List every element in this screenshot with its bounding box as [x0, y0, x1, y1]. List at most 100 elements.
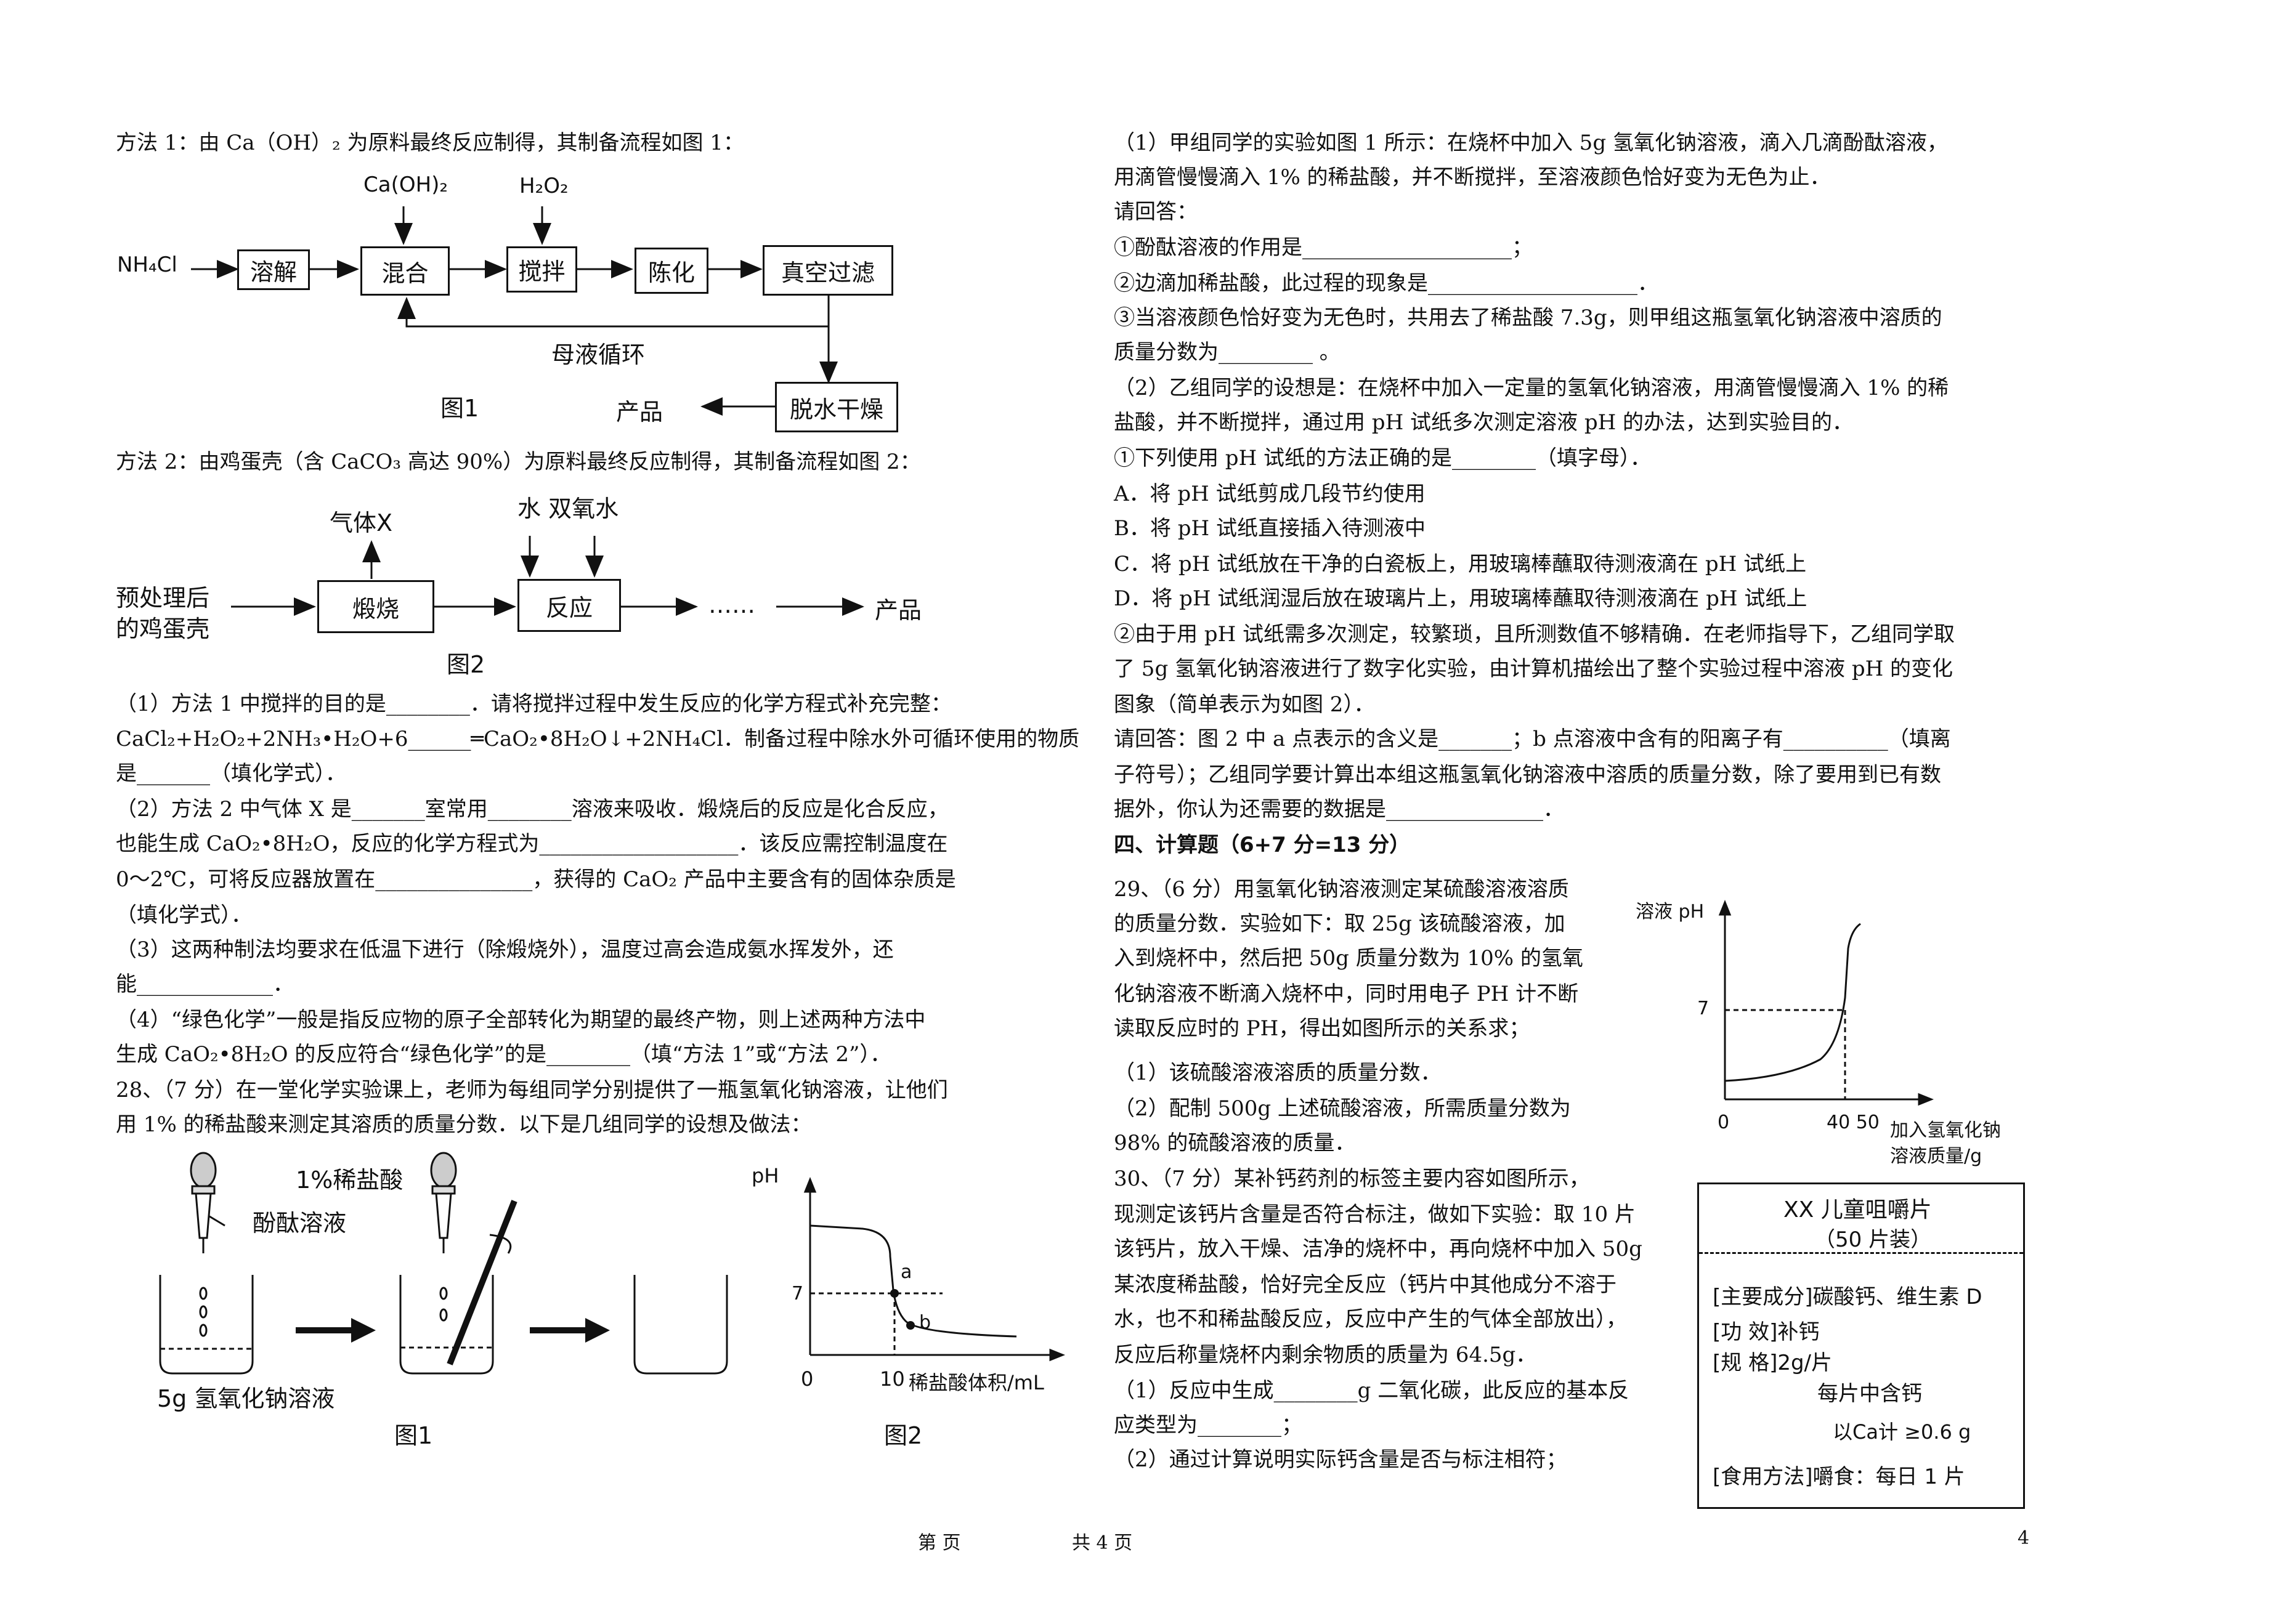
label-usage: [食用方法]嚼食：每日 1 片	[1713, 1465, 1965, 1489]
fig5-ylabel: 溶液 pH	[1636, 901, 1705, 923]
text-line: 质量分数为_________ 。	[1114, 340, 1341, 365]
q29-line: 化钠溶液不断滴入烧杯中，同时用电子 PH 计不断	[1114, 982, 1579, 1006]
text-line: ②边滴加稀盐酸，此过程的现象是____________________．	[1114, 271, 1658, 296]
text-line: 盐酸，并不断搅拌，通过用 pH 试纸多次测定溶液 pH 的办法，达到实验目的．	[1114, 410, 1854, 435]
text-line: 请回答：	[1114, 200, 1198, 224]
text-line: 子符号）；乙组同学要计算出本组这瓶氢氧化钠溶液中溶质的质量分数，除了要用到已有数	[1114, 762, 1941, 787]
text-line: （3）这两种制法均要求在低温下进行（除煅烧外），温度过高会造成氨水挥发外，还	[116, 937, 894, 962]
box-mix: 混合	[360, 246, 450, 296]
text-line: （4）“绿色化学”一般是指反应物的原子全部转化为期望的最终产物，则上述两种方法中	[116, 1008, 926, 1032]
text-line: A．将 pH 试纸剪成几段节约使用	[1114, 482, 1426, 506]
q29-line: 的质量分数．实验如下：取 25g 该硫酸溶液，加	[1114, 912, 1565, 936]
fig5-xlabel-2: 溶液质量/g	[1890, 1146, 1982, 1167]
q29-line: （1）该硫酸溶液溶质的质量分数．	[1114, 1061, 1442, 1085]
text-line: ①下列使用 pH 试纸的方法正确的是________（填字母）．	[1114, 446, 1652, 471]
text-line: 用滴管慢慢滴入 1% 的稀盐酸，并不断搅拌，至溶液颜色恰好变为无色为止．	[1114, 165, 1831, 190]
footer-page-number: 4	[2018, 1527, 2030, 1549]
fig4-ylabel: pH	[752, 1164, 779, 1187]
text-line: 能_____________．	[116, 972, 294, 996]
titration-apparatus-figure	[159, 1152, 728, 1375]
footer-total: 共 4 页	[1072, 1532, 1133, 1554]
fig4-tick-7: 7	[792, 1283, 804, 1304]
text-line: 据外，你认为还需要的数据是_______________．	[1114, 797, 1564, 822]
q29-line: 读取反应时的 PH，得出如图所示的关系求；	[1114, 1016, 1530, 1041]
text-line: ③当溶液颜色恰好变为无色时，共用去了稀盐酸 7.3g，则甲组这瓶氢氧化钠溶液中溶…	[1114, 305, 1942, 330]
fig5-xlabel-1: 加入氢氧化钠	[1890, 1120, 2001, 1141]
text-line: B．将 pH 试纸直接插入待测液中	[1114, 516, 1426, 541]
fig5-tick-7: 7	[1697, 998, 1710, 1019]
ph-curve-chart	[803, 1176, 1066, 1362]
q30-line: 应类型为________；	[1114, 1413, 1302, 1437]
box-vacuum-filter: 真空过滤	[763, 245, 893, 296]
ph-naoh-chart	[1718, 899, 1934, 1106]
box-calcine: 煅烧	[317, 580, 434, 633]
label-spec: [规 格]2g/片	[1713, 1351, 1833, 1375]
fig3-caption: 图1	[394, 1422, 433, 1449]
text-line: 生成 CaO₂•8H₂O 的反应符合“绿色化学”的是________（填“方法 …	[116, 1042, 891, 1067]
text-line: ①酚酞溶液的作用是____________________；	[1114, 235, 1533, 260]
hcl-label: 1%稀盐酸	[296, 1166, 404, 1194]
text-line: （1）方法 1 中搅拌的目的是________．请将搅拌过程中发生反应的化学方程…	[116, 692, 952, 716]
caoh2-label: Ca(OH)₂	[363, 172, 448, 197]
text-line: （填化学式）．	[116, 903, 252, 928]
fig4-point-b: b	[919, 1312, 931, 1333]
box-react: 反应	[517, 579, 621, 632]
footer-page: 第 页	[918, 1532, 961, 1554]
box-dehydrate-dry: 脱水干燥	[775, 382, 898, 432]
text-line: C．将 pH 试纸放在干净的白瓷板上，用玻璃棒蘸取待测液滴在 pH 试纸上	[1114, 552, 1807, 576]
text-line: 28、（7 分）在一堂化学实验课上，老师为每组同学分别提供了一瓶氢氧化钠溶液，让…	[116, 1078, 948, 1102]
label-divider	[1699, 1252, 2023, 1254]
q30-line: 该钙片，放入干燥、洁净的烧杯中，再向烧杯中加入 50g	[1114, 1237, 1642, 1261]
box-stir: 搅拌	[506, 246, 577, 293]
fig4-caption: 图2	[884, 1422, 923, 1449]
fig4-tick-10: 10	[880, 1367, 905, 1391]
nh4cl-label: NH₄Cl	[117, 253, 177, 277]
fig4-point-a: a	[901, 1261, 912, 1283]
label-function: [功 效]补钙	[1713, 1320, 1820, 1344]
section-4-heading: 四、计算题（6+7 分=13 分）	[1114, 833, 1411, 857]
phenol-label: 酚酞溶液	[253, 1210, 347, 1237]
label-title: XX 儿童咀嚼片	[1783, 1197, 1932, 1223]
fig5-tick-0: 0	[1718, 1112, 1730, 1133]
point-b-marker	[906, 1321, 915, 1330]
q30-line: 反应后称量烧杯内剩余物质的质量为 64.5g．	[1114, 1343, 1537, 1367]
text-line: 0～2℃，可将反应器放置在_______________，获得的 CaO₂ 产品…	[116, 867, 956, 892]
q30-line: （2）通过计算说明实际钙含量是否与标注相符；	[1114, 1447, 1567, 1472]
text-line: 了 5g 氢氧化钠溶液进行了数字化实验，由计算机描绘出了整个实验过程中溶液 pH…	[1114, 657, 1953, 681]
water-h2o2-label: 水 双氧水	[517, 495, 619, 522]
q29-line: 29、（6 分）用氢氧化钠溶液测定某硫酸溶液溶质	[1114, 877, 1569, 902]
text-line: 图象（简单表示为如图 2）．	[1114, 692, 1375, 717]
gas-x-label: 气体X	[330, 509, 393, 536]
h2o2-label: H₂O₂	[519, 174, 569, 198]
q29-line: 入到烧杯中，然后把 50g 质量分数为 10% 的氢氧	[1114, 946, 1583, 971]
fig2-product-label: 产品	[875, 597, 922, 624]
eggshell-label-1: 预处理后	[116, 584, 210, 612]
mother-liquor-label: 母液循环	[551, 341, 646, 368]
text-line: （1）甲组同学的实验如图 1 所示：在烧杯中加入 5g 氢氧化钠溶液，滴入几滴酚…	[1114, 131, 1948, 155]
text-line: （2）方法 2 中气体 X 是_______室常用________溶液来吸收．煅…	[116, 797, 949, 822]
product-label-box	[1697, 1182, 2025, 1509]
text-line: 用 1% 的稀盐酸来测定其溶质的质量分数．以下是几组同学的设想及做法：	[116, 1112, 812, 1137]
text-line: ②由于用 pH 试纸需多次测定，较繁琐，且所测数值不够精确．在老师指导下，乙组同…	[1114, 622, 1955, 647]
q30-line: 水，也不和稀盐酸反应，反应中产生的气体全部放出），	[1114, 1307, 1627, 1332]
text-line: 请回答：图 2 中 a 点表示的含义是_______；b 点溶液中含有的阳离子有…	[1114, 727, 1951, 751]
ellipsis-label: ……	[708, 591, 755, 618]
fig1-product-label: 产品	[616, 398, 663, 426]
label-ingredients: [主要成分]碳酸钙、维生素 D	[1713, 1285, 1982, 1309]
q29-line: （2）配制 500g 上述硫酸溶液，所需质量分数为	[1114, 1096, 1571, 1121]
label-per-tablet: 每片中含钙	[1817, 1381, 1922, 1406]
text-line: CaCl₂+H₂O₂+2NH₃•H₂O+6______═CaO₂•8H₂O↓+2…	[116, 727, 1080, 751]
fig2-caption: 图2	[447, 651, 485, 678]
fig1-caption: 图1	[440, 395, 479, 422]
text-line: 也能生成 CaO₂•8H₂O，反应的化学方程式为________________…	[116, 831, 948, 856]
box-age: 陈化	[635, 248, 708, 294]
box-dissolve: 溶解	[237, 249, 310, 290]
q30-line: 某浓度稀盐酸，恰好完全反应（钙片中其他成分不溶于	[1114, 1272, 1617, 1297]
q29-line: 98% 的硫酸溶液的质量．	[1114, 1131, 1356, 1155]
fig4-tick-0: 0	[801, 1367, 814, 1391]
point-a-marker	[890, 1289, 899, 1298]
label-ca-amount: 以Ca计 ≥0.6 g	[1833, 1420, 1971, 1444]
method2-intro: 方法 2：由鸡蛋壳（含 CaCO₃ 高达 90%）为原料最终反应制得，其制备流程…	[116, 450, 921, 474]
q30-line: 30、（7 分）某补钙药剂的标签主要内容如图所示，	[1114, 1166, 1590, 1191]
